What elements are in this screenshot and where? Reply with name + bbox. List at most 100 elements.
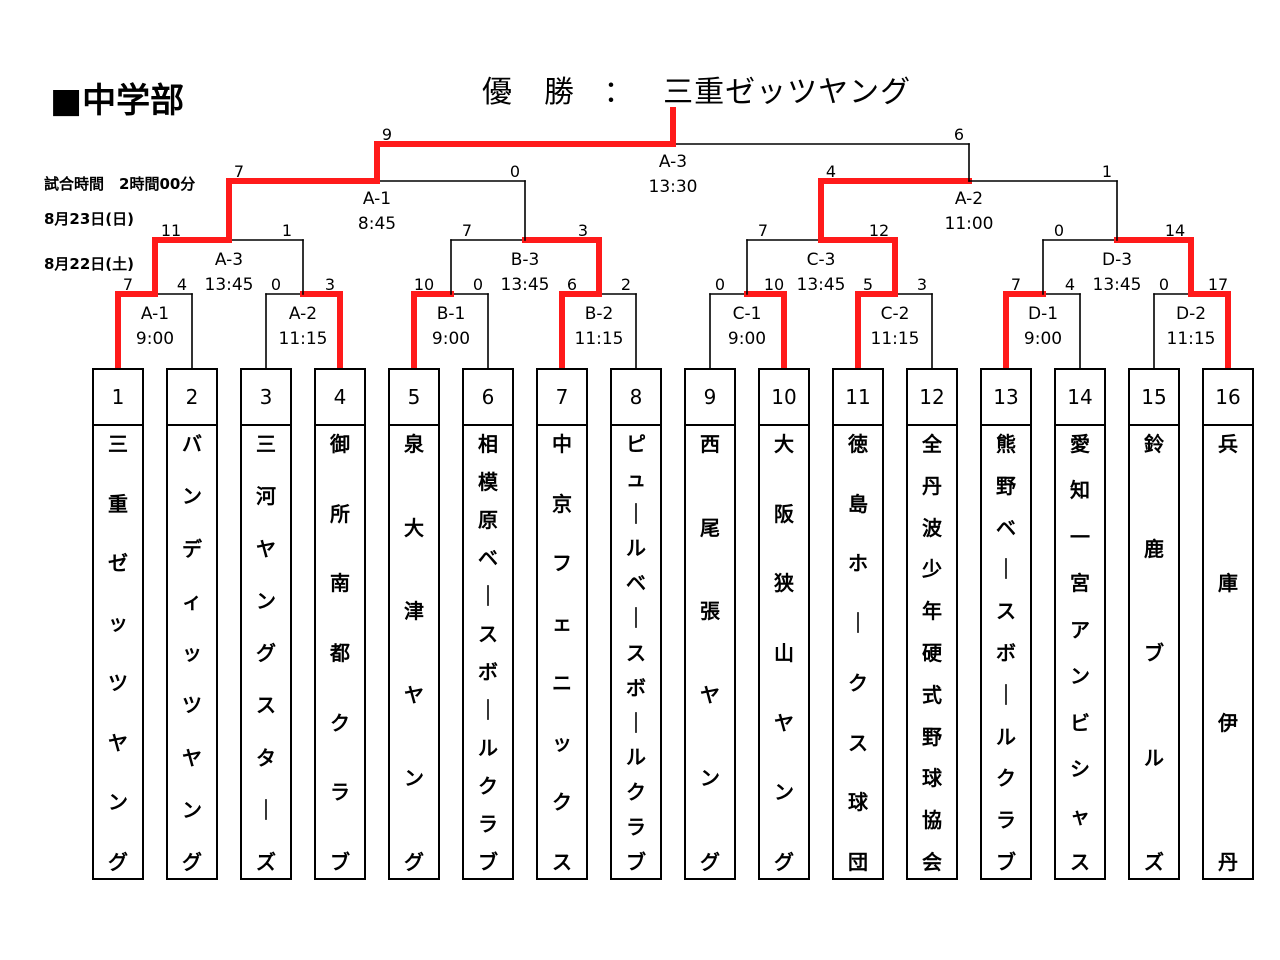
champion-banner: 優 勝 ： 三重ゼッツヤング bbox=[482, 78, 911, 108]
team-name: 西尾張ヤング bbox=[686, 428, 734, 872]
team-name-char: ク bbox=[626, 780, 646, 805]
match-score-right: 17 bbox=[1207, 275, 1229, 294]
team-number: 14 bbox=[1056, 370, 1104, 426]
team-number: 5 bbox=[390, 370, 438, 426]
team-number: 9 bbox=[686, 370, 734, 426]
team-name-char: ン bbox=[182, 797, 202, 822]
team-name: ピュ｜ルベ｜スボ｜ルクラブ bbox=[612, 428, 660, 872]
team-name-char: 御 bbox=[330, 432, 350, 456]
team-name-char: グ bbox=[256, 641, 276, 665]
team-name-char: ク bbox=[330, 710, 350, 735]
team-name-char: ラ bbox=[330, 780, 350, 805]
team-name-char: ｜ bbox=[478, 584, 498, 608]
team-name-char: ヤ bbox=[256, 536, 276, 561]
team-name-char: ク bbox=[848, 670, 868, 695]
team-name-char: ッ bbox=[108, 611, 128, 636]
match-time: 13:45 bbox=[796, 275, 846, 295]
team-name: 相模原ベ｜スボ｜ルクラブ bbox=[464, 428, 512, 872]
team-name-char: ン bbox=[774, 780, 794, 805]
team-name-char: 丹 bbox=[1218, 849, 1238, 874]
team-name-char: 所 bbox=[330, 501, 350, 526]
team-name-char: ホ bbox=[848, 551, 868, 576]
team-number: 15 bbox=[1130, 370, 1178, 426]
match-score-left: 4 bbox=[825, 162, 837, 181]
match-time: 13:45 bbox=[204, 275, 254, 295]
team-name-char: 南 bbox=[330, 571, 350, 596]
match-id: A-3 bbox=[658, 152, 688, 172]
match-id: A-1 bbox=[362, 189, 392, 209]
team-name-char: 京 bbox=[552, 491, 572, 516]
team-name: 中京フェニックス bbox=[538, 428, 586, 872]
match-score-left: 11 bbox=[160, 221, 182, 240]
team-number: 1 bbox=[94, 370, 142, 426]
team-name-char: ン bbox=[256, 588, 276, 613]
team-name-char: 知 bbox=[1070, 478, 1090, 503]
team-name-char: フ bbox=[552, 551, 572, 576]
team-name-char: 泉 bbox=[404, 432, 424, 456]
team-name-char: 張 bbox=[700, 599, 720, 624]
team-name-char: 丹 bbox=[922, 473, 942, 498]
match-score-right: 3 bbox=[916, 275, 928, 294]
team-name-char: 庫 bbox=[1218, 571, 1238, 596]
match-duration-label: 試合時間 2時間00分 bbox=[44, 175, 196, 193]
team-name-char: ェ bbox=[552, 611, 572, 636]
match-id: D-3 bbox=[1101, 250, 1133, 270]
match-score-right: 1 bbox=[1101, 162, 1113, 181]
team-name-char: ｜ bbox=[626, 606, 646, 631]
team-name-char: グ bbox=[700, 849, 720, 874]
team-name-char: ブ bbox=[1144, 641, 1164, 665]
team-name-char: ス bbox=[996, 599, 1016, 624]
team-name: 三河ヤングスタ｜ズ bbox=[242, 428, 290, 872]
team-name-char: ス bbox=[1070, 849, 1090, 874]
match-score-right: 3 bbox=[324, 275, 336, 294]
team-name: 全丹波少年硬式野球協会 bbox=[908, 428, 956, 872]
match-score-left: 0 bbox=[714, 275, 726, 294]
team-name: バンディッツヤング bbox=[168, 428, 216, 872]
team-name-char: 会 bbox=[922, 849, 942, 874]
team-name-char: ク bbox=[478, 774, 498, 798]
team-name-char: 狭 bbox=[774, 571, 794, 596]
team-number: 12 bbox=[908, 370, 956, 426]
team-name-char: ベ bbox=[626, 571, 646, 596]
team-name-char: 中 bbox=[552, 432, 572, 456]
team-name-char: 三 bbox=[108, 432, 128, 456]
team-name-char: 島 bbox=[848, 491, 868, 516]
team-name-char: 熊 bbox=[996, 432, 1016, 456]
team-name-char: ス bbox=[552, 849, 572, 874]
match-time: 11:15 bbox=[574, 329, 624, 349]
team-name-char: シ bbox=[1070, 757, 1090, 782]
match-score-right: 0 bbox=[472, 275, 484, 294]
team-name: 徳島ホ｜クス球団 bbox=[834, 428, 882, 872]
team-name-char: 野 bbox=[922, 724, 942, 749]
team-name-char: 模 bbox=[478, 470, 498, 494]
match-time: 9:00 bbox=[431, 329, 471, 349]
team-name-char: ｜ bbox=[626, 710, 646, 735]
team-name: 兵庫伊丹 bbox=[1204, 428, 1252, 872]
team-name-char: ッ bbox=[182, 641, 202, 665]
team-name-char: 都 bbox=[330, 640, 350, 665]
team-name-char: ク bbox=[996, 766, 1016, 791]
team-name-char: ス bbox=[256, 693, 276, 718]
team-name-char: 愛 bbox=[1070, 432, 1090, 456]
team-name-char: ン bbox=[108, 790, 128, 815]
team-name-char: 相 bbox=[478, 432, 498, 456]
team-name-char: ゼ bbox=[108, 551, 128, 576]
match-score-right: 12 bbox=[868, 221, 890, 240]
team-name-char: 鈴 bbox=[1144, 432, 1164, 456]
match-score-left: 0 bbox=[1158, 275, 1170, 294]
team-name-char: 大 bbox=[404, 515, 424, 540]
champion-label: 優 勝 bbox=[482, 75, 575, 110]
match-id: A-2 bbox=[954, 189, 984, 209]
match-id: C-3 bbox=[806, 250, 836, 270]
team-number: 13 bbox=[982, 370, 1030, 426]
match-id: B-3 bbox=[510, 250, 540, 270]
